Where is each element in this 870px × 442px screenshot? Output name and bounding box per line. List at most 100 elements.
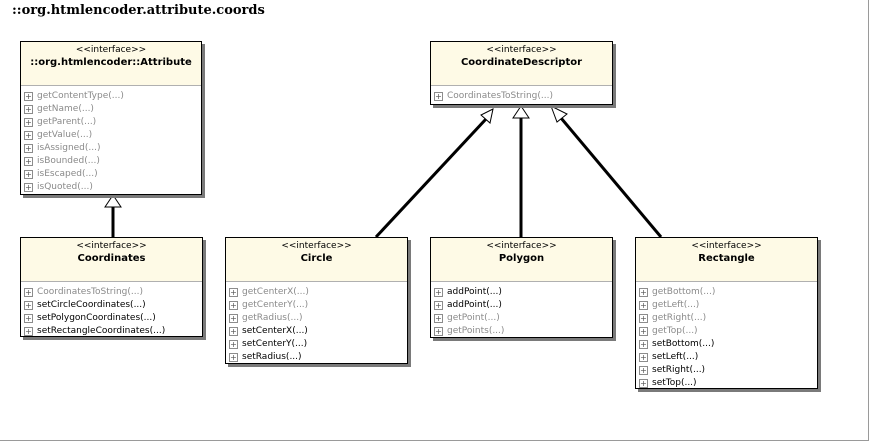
stereotype-label: <<interface>> xyxy=(486,241,557,251)
operation-item[interactable]: + setRadius(...) xyxy=(229,351,407,364)
operation-item[interactable]: + getRadius(...) xyxy=(229,312,407,325)
stereotype-label: <<interface>> xyxy=(486,45,557,55)
operation-item[interactable]: + setLeft(...) xyxy=(639,351,817,364)
operation-item[interactable]: +setTop(...) xyxy=(639,377,817,390)
operation-label: getPoints(...) xyxy=(447,326,505,336)
operation-item[interactable]: +setCircleCoordinates(...) xyxy=(24,299,202,312)
operation-item[interactable]: + addPoint(...) xyxy=(434,299,612,312)
operation-item[interactable]: + setBottom(...) xyxy=(639,338,817,351)
operation-item[interactable]: +getName(...) xyxy=(24,103,201,116)
plus-box-icon[interactable]: + xyxy=(229,301,238,310)
plus-box-icon[interactable]: + xyxy=(24,288,33,297)
plus-box-icon[interactable]: + xyxy=(639,340,648,349)
operation-item[interactable]: +setRight(...) xyxy=(639,364,817,377)
plus-box-icon[interactable]: + xyxy=(639,379,648,388)
operation-item[interactable]: +CoordinatesToString(...) xyxy=(24,286,202,299)
operation-label: setRectangleCoordinates(...) xyxy=(37,326,166,336)
stereotype-label: <<interface>> xyxy=(75,45,147,55)
operation-label: getCenterY(...) xyxy=(242,300,309,310)
class-coordinate-descriptor[interactable]: <<interface>> CoordinateDescriptor + Coor… xyxy=(430,41,613,105)
class-header: <<interface>> Polygon xyxy=(431,238,612,282)
operation-item[interactable]: + getPoints(...) xyxy=(434,325,612,338)
plus-box-icon[interactable]: + xyxy=(639,314,648,323)
plus-box-icon[interactable]: + xyxy=(24,301,33,310)
class-header: <<interface>> CoordinateDescriptor xyxy=(431,42,612,86)
plus-box-icon[interactable]: + xyxy=(24,144,33,153)
operations-list: +addPoint(...)+addPoint(...)+getPoint(..… xyxy=(431,282,612,340)
plus-box-icon[interactable]: + xyxy=(24,157,33,166)
plus-box-icon[interactable]: + xyxy=(434,288,443,297)
plus-box-icon[interactable]: + xyxy=(24,170,33,179)
plus-box-icon[interactable]: + xyxy=(24,105,33,114)
class-circle[interactable]: <<interface>> Circle +getCenterX(...)+ge… xyxy=(225,237,408,364)
operation-item[interactable]: + getBottom(...) xyxy=(639,286,817,299)
plus-box-icon[interactable]: + xyxy=(434,327,443,336)
operation-label: setRadius(...) xyxy=(242,352,302,362)
plus-box-icon[interactable]: + xyxy=(229,288,238,297)
class-name: Polygon xyxy=(498,253,545,264)
plus-box-icon[interactable]: + xyxy=(24,92,33,101)
plus-box-icon[interactable]: + xyxy=(434,301,443,310)
operation-label: getParent(...) xyxy=(37,117,97,127)
plus-box-icon[interactable]: + xyxy=(229,353,238,362)
plus-box-icon[interactable]: + xyxy=(434,314,443,323)
operation-item[interactable]: +addPoint(...) xyxy=(434,286,612,299)
operation-item[interactable]: +getValue(...) xyxy=(24,129,201,142)
package-title: ::org.htmlencoder.attribute.coords xyxy=(12,3,265,18)
plus-box-icon[interactable]: + xyxy=(24,131,33,140)
operation-item[interactable]: +setCenterX(...) xyxy=(229,325,407,338)
operation-item[interactable]: + getContentType(...) xyxy=(24,90,201,103)
plus-box-icon[interactable]: + xyxy=(24,118,33,127)
operation-label: getRight(...) xyxy=(652,313,707,323)
operation-label: getCenterX(...) xyxy=(242,287,309,297)
plus-box-icon[interactable]: + xyxy=(24,183,33,192)
operation-item[interactable]: + getCenterX(...) xyxy=(229,286,407,299)
operation-label: setLeft(...) xyxy=(652,352,699,362)
plus-box-icon[interactable]: + xyxy=(24,327,33,336)
operation-item[interactable]: + CoordinatesToString(...) xyxy=(434,90,612,103)
operation-item[interactable]: +getTop(...) xyxy=(639,325,817,338)
operation-item[interactable]: +setCenterY(...) xyxy=(229,338,407,351)
plus-box-icon[interactable]: + xyxy=(24,314,33,323)
class-coordinates[interactable]: <<interface>> Coordinates +CoordinatesTo… xyxy=(20,237,203,337)
operation-item[interactable]: + getParent(...) xyxy=(24,116,201,129)
operation-label: isBounded(...) xyxy=(37,156,100,166)
class-attribute[interactable]: <<interface>> ::org.htmlencoder::Attribu… xyxy=(20,41,202,195)
plus-box-icon[interactable]: + xyxy=(639,366,648,375)
operation-label: isQuoted(...) xyxy=(37,182,93,192)
plus-box-icon[interactable]: + xyxy=(639,353,648,362)
operation-label: getBottom(...) xyxy=(652,287,716,297)
plus-box-icon[interactable]: + xyxy=(229,340,238,349)
plus-box-icon[interactable]: + xyxy=(229,327,238,336)
plus-box-icon[interactable]: + xyxy=(229,314,238,323)
operation-label: getRadius(...) xyxy=(242,313,303,323)
plus-box-icon[interactable]: + xyxy=(639,288,648,297)
operation-label: setPolygonCoordinates(...) xyxy=(37,313,156,323)
generalization-circle-descriptor xyxy=(374,108,494,239)
operation-label: getPoint(...) xyxy=(447,313,500,323)
operation-item[interactable]: + setPolygonCoordinates(...) xyxy=(24,312,202,325)
plus-box-icon[interactable]: + xyxy=(639,327,648,336)
operation-item[interactable]: + setRectangleCoordinates(...) xyxy=(24,325,202,338)
plus-box-icon[interactable]: + xyxy=(639,301,648,310)
operation-item[interactable]: + isBounded(...) xyxy=(24,155,201,168)
operation-label: addPoint(...) xyxy=(447,300,502,310)
operations-list: + CoordinatesToString(...) xyxy=(431,86,612,105)
plus-box-icon[interactable]: + xyxy=(434,92,443,101)
class-header: <<interface>> ::org.htmlencoder::Attribu… xyxy=(21,42,201,86)
class-polygon[interactable]: <<interface>> Polygon +addPoint(...)+add… xyxy=(430,237,613,338)
operation-item[interactable]: + getPoint(...) xyxy=(434,312,612,325)
class-name: CoordinateDescriptor xyxy=(460,57,583,68)
operation-item[interactable]: +isAssigned(...) xyxy=(24,142,201,155)
class-name: Rectangle xyxy=(698,253,755,264)
operation-item[interactable]: + getRight(...) xyxy=(639,312,817,325)
operation-label: CoordinatesToString(...) xyxy=(447,91,553,101)
operation-item[interactable]: + isQuoted(...) xyxy=(24,181,201,194)
class-rectangle[interactable]: <<interface>> Rectangle +getBottom(...)+… xyxy=(635,237,818,389)
operation-label: setBottom(...) xyxy=(652,339,715,349)
operation-item[interactable]: + getCenterY(...) xyxy=(229,299,407,312)
operation-item[interactable]: +getLeft(...) xyxy=(639,299,817,312)
operation-item[interactable]: +isEscaped(...) xyxy=(24,168,201,181)
operation-label: getContentType(...) xyxy=(37,91,124,101)
